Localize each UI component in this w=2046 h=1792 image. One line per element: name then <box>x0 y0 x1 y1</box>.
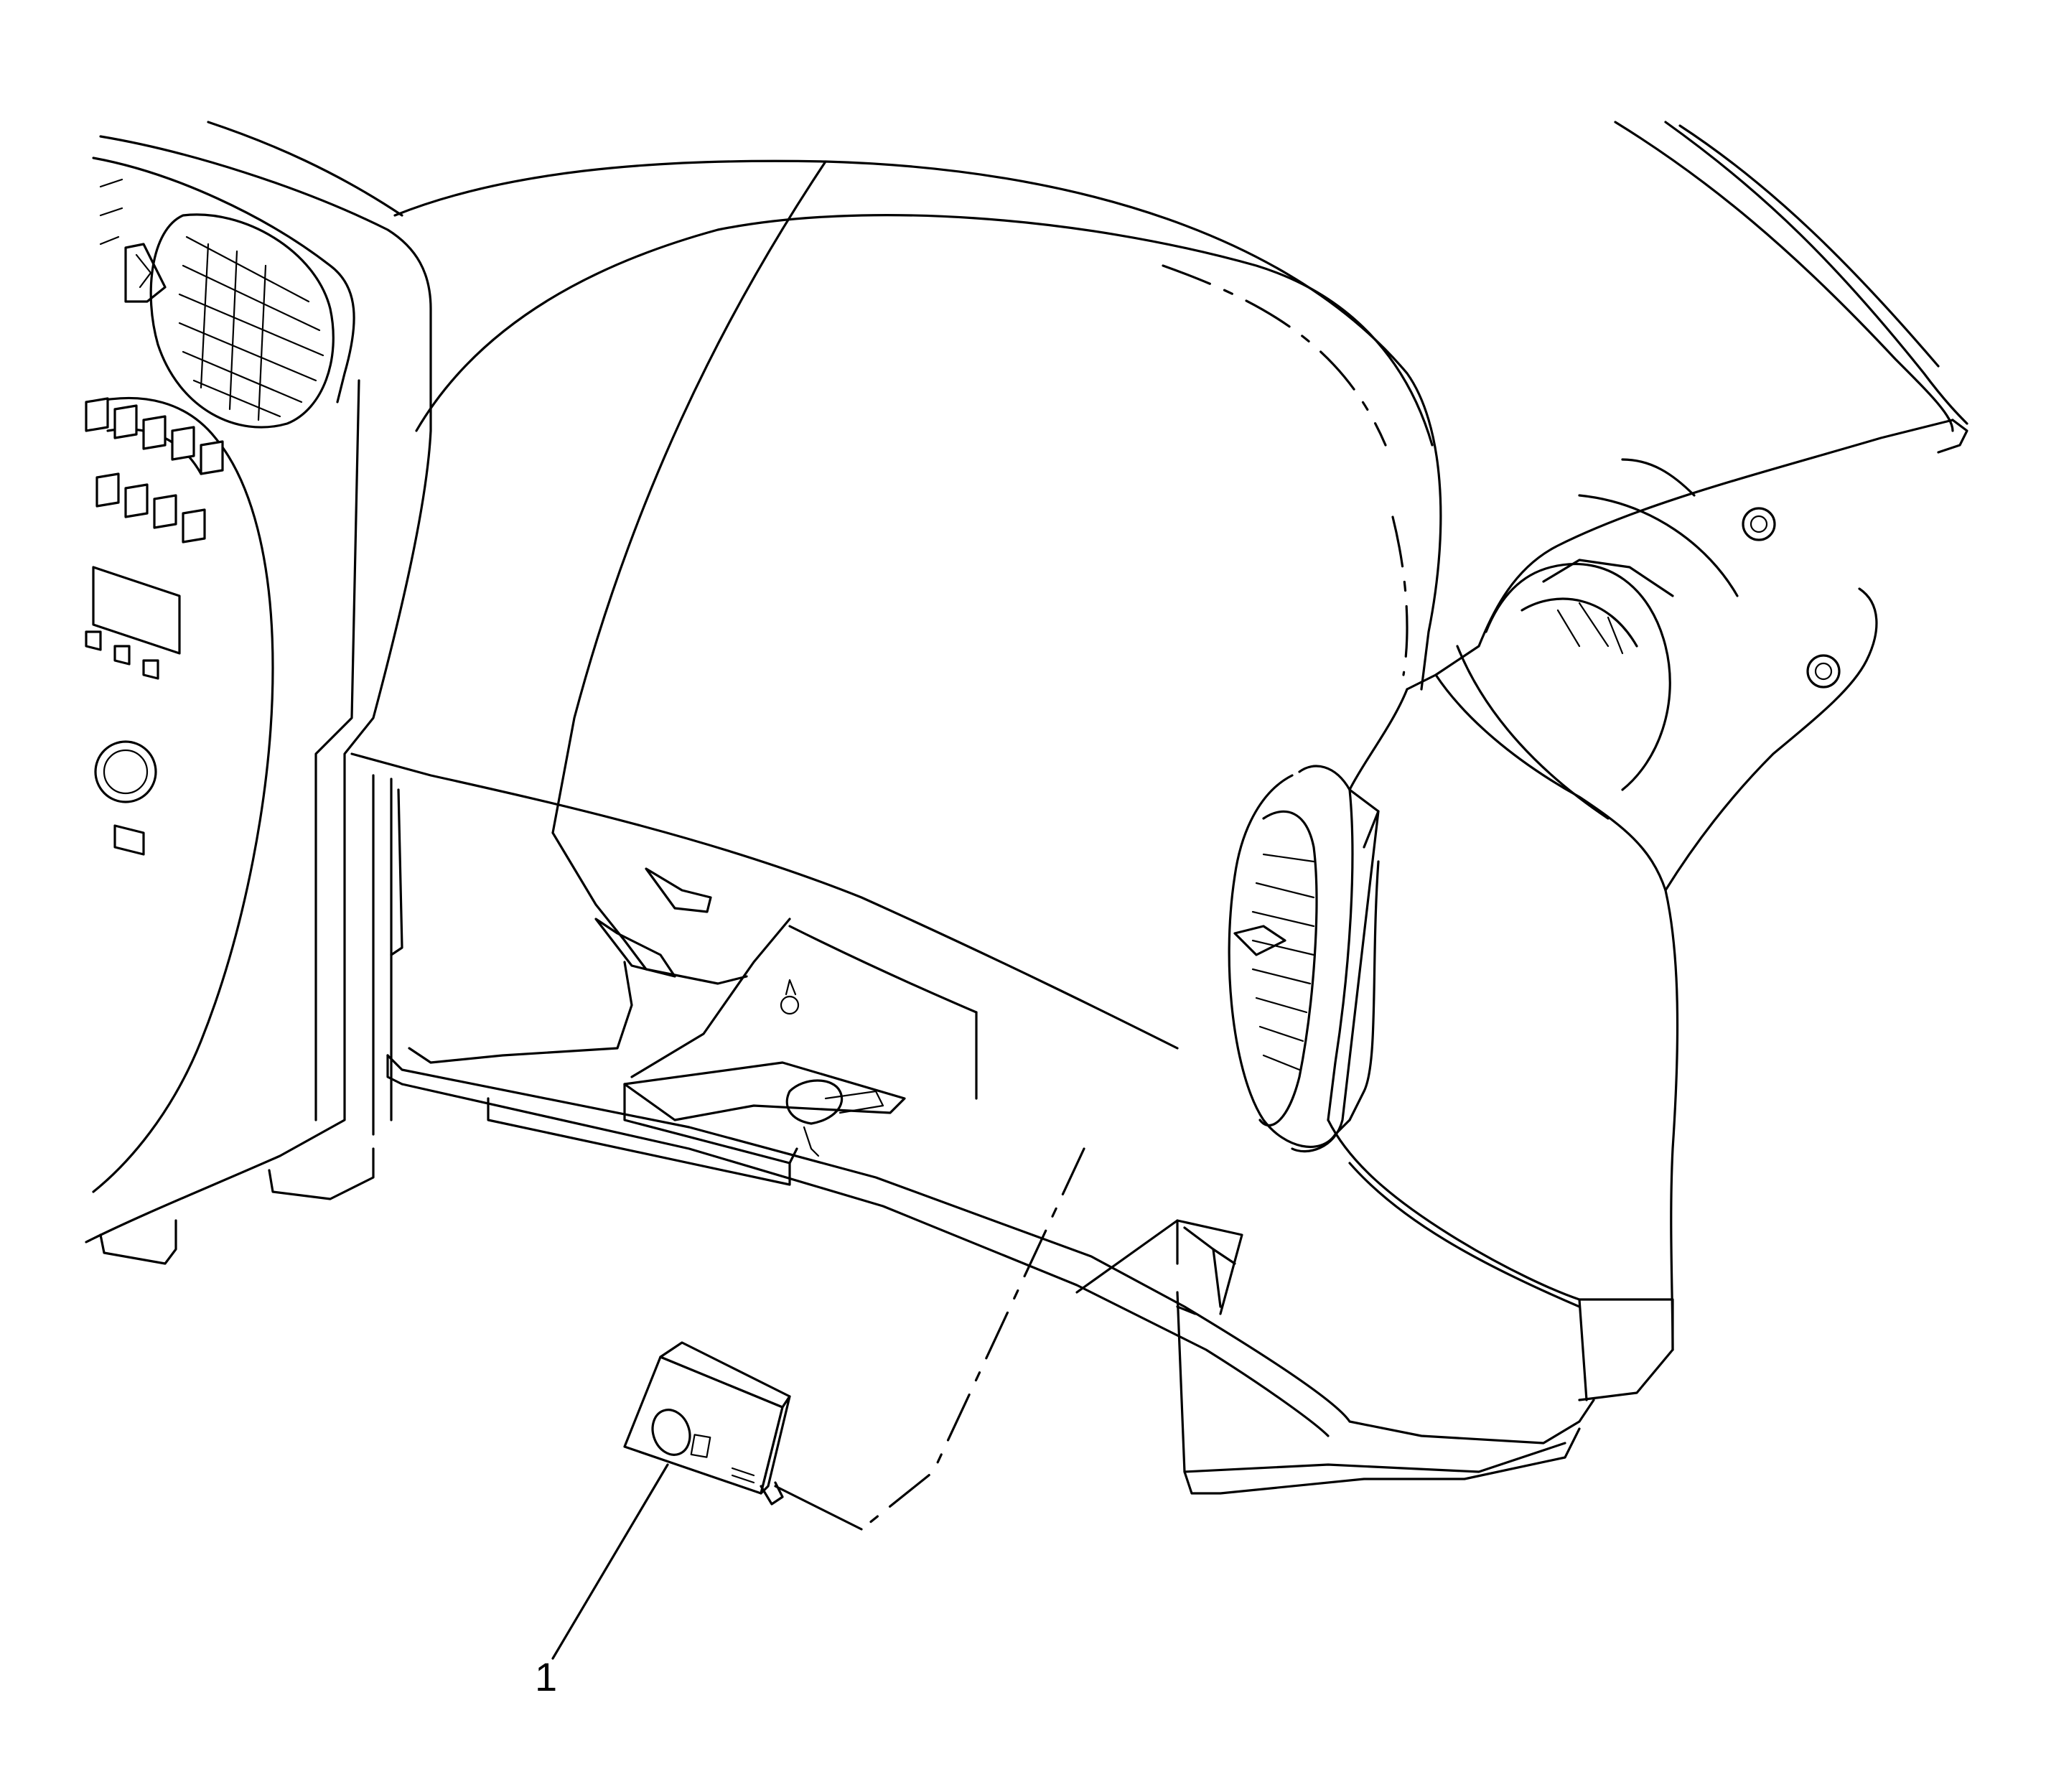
lower-bracket <box>623 1061 906 1165</box>
callout-1: 1 <box>535 1654 557 1699</box>
windshield-trim <box>1485 121 1968 791</box>
left-air-vent <box>99 178 335 429</box>
module-component <box>623 1341 791 1506</box>
right-air-vent <box>1228 765 1354 1148</box>
right-dash-end <box>1291 419 1954 1401</box>
center-stack <box>85 121 432 1265</box>
knee-bolster <box>386 1054 1595 1495</box>
radio-preset-buttons <box>85 397 224 856</box>
leader-lines <box>551 1147 1085 1660</box>
dashboard-top <box>393 159 1442 834</box>
lower-dash-face <box>350 752 1179 1136</box>
